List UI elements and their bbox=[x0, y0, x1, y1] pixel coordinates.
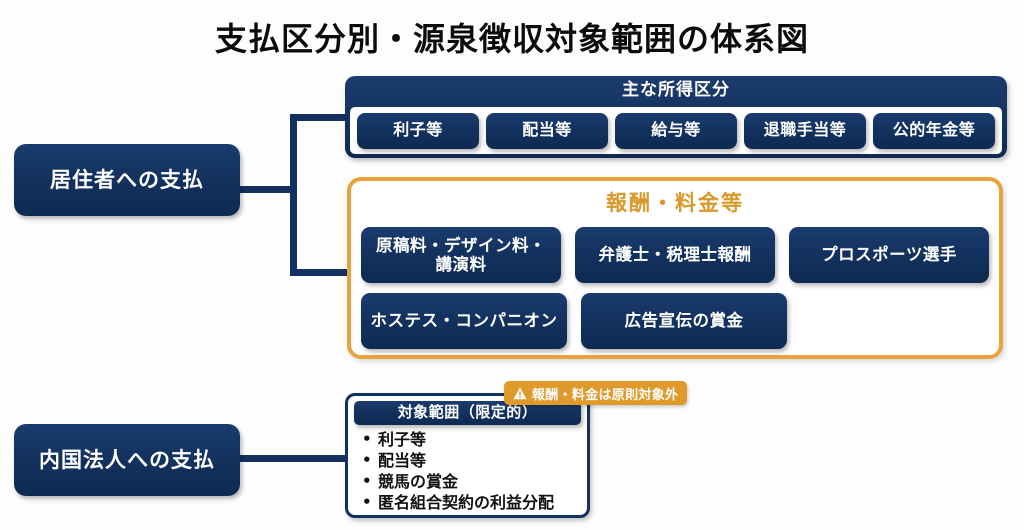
payer-label-domestic: 内国法人への支払 bbox=[39, 447, 215, 472]
income-chip-interest[interactable]: 利子等 bbox=[357, 112, 479, 149]
income-chip-label: 利子等 bbox=[393, 120, 443, 140]
income-chip-label: 配当等 bbox=[522, 120, 572, 140]
reward-fee-panel: 報酬・料金等 原稿料・デザイン料・講演料 弁護士・税理士報酬 プロスポーツ選手 … bbox=[347, 177, 1003, 359]
connector-resident-trunk bbox=[240, 186, 296, 193]
connector-resident-spine bbox=[290, 114, 297, 276]
connector-domestic-scope bbox=[240, 455, 350, 462]
scope-card: 対象範囲（限定的） 利子等 配当等 競馬の賞金 匿名組合契約の利益分配 bbox=[345, 393, 590, 518]
reward-chip-advertising-prize[interactable]: 広告宣伝の賞金 bbox=[581, 293, 787, 349]
reward-panel-title: 報酬・料金等 bbox=[606, 191, 744, 215]
reward-chip-label: 原稿料・デザイン料・講演料 bbox=[376, 235, 546, 274]
reward-chip-label: ホステス・コンパニオン bbox=[370, 311, 558, 331]
income-chip-label: 公的年金等 bbox=[892, 120, 976, 140]
scope-list-item: 配当等 bbox=[362, 450, 587, 471]
payer-box-resident[interactable]: 居住者への支払 bbox=[14, 144, 240, 216]
scope-list-item: 匿名組合契約の利益分配 bbox=[362, 492, 587, 513]
payer-box-domestic[interactable]: 内国法人への支払 bbox=[14, 424, 240, 496]
reward-chip-hostess-companion[interactable]: ホステス・コンパニオン bbox=[361, 293, 567, 349]
income-chip-retirement[interactable]: 退職手当等 bbox=[744, 112, 866, 149]
scope-card-header-label: 対象範囲（限定的） bbox=[397, 403, 538, 422]
income-chip-label: 退職手当等 bbox=[763, 120, 847, 140]
income-chip-label: 給与等 bbox=[651, 120, 701, 140]
income-chip-strip: 利子等 配当等 給与等 退職手当等 公的年金等 bbox=[350, 107, 1002, 154]
income-chip-pension[interactable]: 公的年金等 bbox=[873, 112, 995, 149]
income-chip-dividend[interactable]: 配当等 bbox=[486, 112, 608, 149]
warning-triangle-icon bbox=[513, 387, 527, 400]
scope-item-list: 利子等 配当等 競馬の賞金 匿名組合契約の利益分配 bbox=[348, 429, 587, 513]
income-category-panel: 主な所得区分 利子等 配当等 給与等 退職手当等 公的年金等 bbox=[345, 76, 1007, 158]
reward-chip-pro-athlete[interactable]: プロスポーツ選手 bbox=[789, 227, 989, 283]
page-title: 支払区分別・源泉徴収対象範囲の体系図 bbox=[214, 20, 809, 58]
scope-list-item: 利子等 bbox=[362, 429, 587, 450]
reward-chip-manuscript-design-lecture[interactable]: 原稿料・デザイン料・講演料 bbox=[361, 227, 561, 283]
reward-chip-label: 弁護士・税理士報酬 bbox=[598, 245, 752, 265]
income-panel-title: 主な所得区分 bbox=[622, 80, 730, 100]
scope-list-item: 競馬の賞金 bbox=[362, 471, 587, 492]
reward-row-first: 原稿料・デザイン料・講演料 弁護士・税理士報酬 プロスポーツ選手 bbox=[351, 227, 999, 283]
payer-label-resident: 居住者への支払 bbox=[50, 167, 204, 192]
reward-chip-label: 広告宣伝の賞金 bbox=[624, 311, 744, 331]
income-chip-salary[interactable]: 給与等 bbox=[615, 112, 737, 149]
reward-chip-label: プロスポーツ選手 bbox=[821, 245, 957, 265]
connector-branch-income bbox=[290, 114, 348, 121]
scope-card-header: 対象範囲（限定的） bbox=[354, 401, 581, 425]
reward-row-second: ホステス・コンパニオン 広告宣伝の賞金 bbox=[351, 293, 999, 349]
warning-badge-label: 報酬・料金は原則対象外 bbox=[532, 387, 679, 403]
connector-branch-reward bbox=[290, 269, 348, 276]
warning-badge: 報酬・料金は原則対象外 bbox=[504, 381, 688, 405]
reward-chip-lawyer-taxaccountant[interactable]: 弁護士・税理士報酬 bbox=[575, 227, 775, 283]
